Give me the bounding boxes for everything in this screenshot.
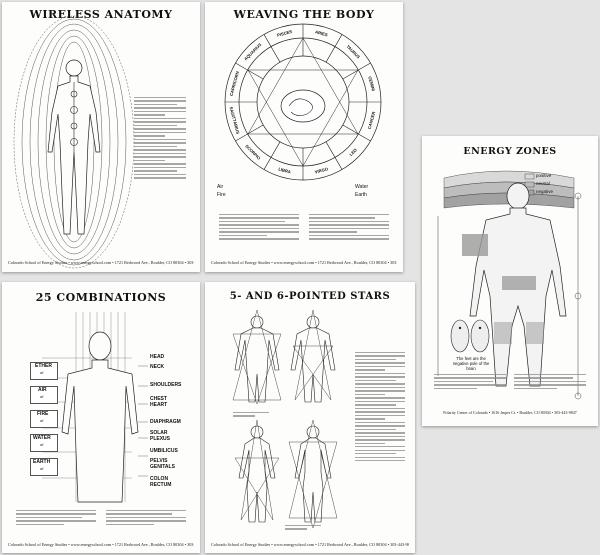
zodiac-sign-label: PISCES bbox=[277, 29, 293, 38]
energy-zones-body-illustration bbox=[437, 170, 582, 400]
weaving-text-right bbox=[309, 214, 389, 242]
zodiac-sign-label: SCORPIO bbox=[244, 144, 262, 162]
zodiac-spoke bbox=[325, 141, 343, 170]
sheet-title: WEAVING THE BODY bbox=[233, 8, 375, 21]
left-sublabel-air: of bbox=[40, 394, 44, 399]
label-box-fire bbox=[30, 410, 58, 428]
zodiac-sign-label: CANCER bbox=[367, 111, 376, 130]
left-label-water: WATER bbox=[33, 435, 51, 441]
sheet-25-combinations: 25 COMBINATIONS ETHER of AIR of FIRE of … bbox=[2, 282, 200, 553]
stars-caption-bottom bbox=[285, 525, 321, 532]
right-label-heart: HEART bbox=[150, 402, 168, 408]
zodiac-sign-label: TAURUS bbox=[345, 44, 361, 60]
sheet-footer: Colorado School of Energy Studies • www.… bbox=[211, 542, 409, 547]
sheet-title: 5- AND 6-POINTED STARS bbox=[229, 291, 391, 302]
zodiac-sign-label: LEO bbox=[348, 147, 358, 157]
wireless-text-column bbox=[134, 97, 186, 181]
right-label-chest: CHEST bbox=[150, 396, 167, 402]
zodiac-sign-label: GEMINI bbox=[367, 76, 376, 92]
right-label-genitals: GENITALS bbox=[150, 464, 175, 470]
sheet-pointed-stars: 5- AND 6-POINTED STARS bbox=[205, 282, 415, 553]
right-label-rectum: RECTUM bbox=[150, 482, 172, 488]
sheet-title: ENERGY ZONES bbox=[463, 146, 557, 157]
right-label-pelvis: PELVIS bbox=[150, 458, 168, 464]
zodiac-sign-label: CAPRICORN bbox=[229, 71, 240, 97]
left-label-fire: FIRE bbox=[37, 411, 49, 417]
label-box-water bbox=[30, 434, 58, 452]
label-box-air bbox=[30, 386, 58, 404]
element-earth: Earth bbox=[355, 192, 367, 198]
combinations-body-illustration bbox=[42, 312, 148, 503]
sheet-footer: Colorado School of Energy Studies • www.… bbox=[211, 260, 397, 265]
left-label-air: AIR bbox=[38, 387, 47, 393]
right-label-diaphragm: DIAPHRAGM bbox=[150, 419, 181, 425]
sheet-footer: Colorado School of Energy Studies • www.… bbox=[8, 542, 194, 547]
foot-caption: The feet are the negative pole of the br… bbox=[452, 356, 490, 371]
left-sublabel-water: of bbox=[40, 442, 44, 447]
stars-text-column bbox=[355, 352, 405, 464]
right-label-plexus: PLEXUS bbox=[150, 436, 171, 442]
left-sublabel-earth: of bbox=[40, 466, 44, 471]
sheet-title: WIRELESS ANATOMY bbox=[29, 8, 173, 21]
left-label-earth: EARTH bbox=[33, 459, 51, 465]
right-label-neck: NECK bbox=[150, 364, 165, 370]
zodiac-sign-label: AQUARIUS bbox=[243, 42, 262, 61]
zodiac-spoke bbox=[235, 62, 264, 80]
energy-text-left bbox=[434, 374, 506, 391]
energy-text-right bbox=[514, 374, 586, 391]
zodiac-spoke bbox=[263, 141, 281, 170]
stars-figures-illustration bbox=[232, 309, 338, 529]
zodiac-wheel-illustration: ARIES TAURUS GEMINI CANCER LEO VIRGO LIBRA SCOR… bbox=[224, 23, 382, 181]
weaving-text-left bbox=[219, 214, 299, 242]
label-box-earth bbox=[30, 458, 58, 476]
sheet-wireless-anatomy: WIRELESS ANATOMY Colo bbox=[2, 2, 200, 272]
stars-caption-top bbox=[233, 412, 269, 419]
right-label-solar: SOLAR bbox=[150, 430, 168, 436]
legend-neutral: neutral bbox=[536, 181, 550, 186]
zodiac-sign-label: VIRGO bbox=[314, 166, 329, 175]
wireless-body-illustration bbox=[13, 15, 135, 269]
label-box-ether bbox=[30, 362, 58, 380]
left-label-ether: ETHER bbox=[35, 363, 52, 369]
left-sublabel-ether: of bbox=[40, 370, 44, 375]
zodiac-spoke bbox=[325, 34, 343, 63]
element-water: Water bbox=[355, 184, 369, 190]
element-fire: Fire bbox=[217, 192, 226, 198]
legend-positive: positive bbox=[536, 173, 552, 178]
combinations-text-right bbox=[106, 510, 186, 527]
zodiac-spoke bbox=[342, 124, 371, 142]
combinations-text-left bbox=[16, 510, 96, 527]
sheet-weaving-the-body: WEAVING THE BODY ARIES TAURUS GEMINI CANCER… bbox=[205, 2, 403, 272]
sheet-energy-zones: ENERGY ZONES bbox=[422, 136, 598, 426]
sheet-title: 25 COMBINATIONS bbox=[35, 291, 167, 304]
left-sublabel-fire: of bbox=[40, 418, 44, 423]
zodiac-sign-label: ARIES bbox=[315, 29, 329, 37]
zodiac-sign-label: LIBRA bbox=[278, 166, 292, 174]
sheet-footer: Colorado School of Energy Studies • www.… bbox=[8, 260, 194, 265]
sheet-footer: Polarity Center of Colorado • 1616 Jaspe… bbox=[443, 410, 577, 415]
right-label-head: HEAD bbox=[150, 354, 165, 360]
zodiac-spoke bbox=[263, 34, 281, 63]
zodiac-spoke bbox=[342, 62, 371, 80]
zodiac-spoke bbox=[235, 124, 264, 142]
right-label-colon: COLON bbox=[150, 476, 169, 482]
legend-negative: negative bbox=[536, 189, 554, 194]
right-label-umbilicus: UMBILICUS bbox=[150, 448, 178, 454]
right-label-shoulders: SHOULDERS bbox=[150, 382, 182, 388]
element-air: Air bbox=[217, 184, 224, 190]
